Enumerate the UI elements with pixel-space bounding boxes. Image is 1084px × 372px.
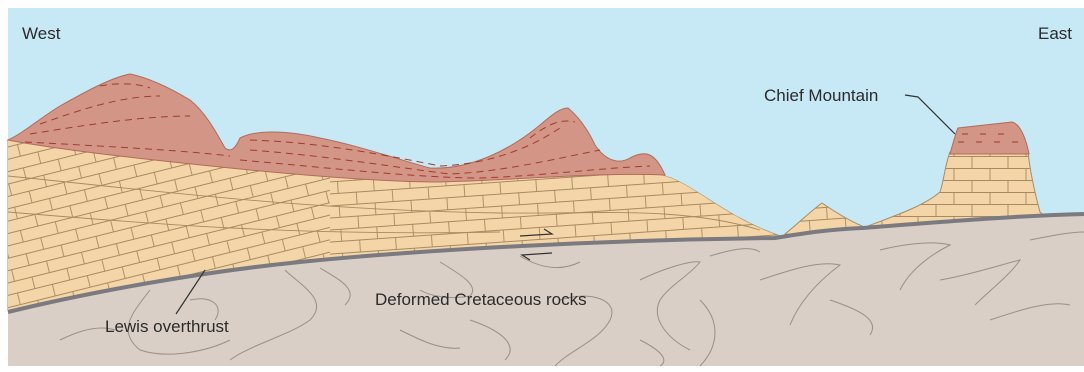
chief-mountain-label: Chief Mountain	[764, 86, 878, 105]
lewis-overthrust-label: Lewis overthrust	[105, 317, 229, 336]
east-label: East	[1038, 24, 1072, 43]
deformed-cretaceous-rocks-label: Deformed Cretaceous rocks	[375, 290, 587, 309]
west-label: West	[22, 24, 61, 43]
